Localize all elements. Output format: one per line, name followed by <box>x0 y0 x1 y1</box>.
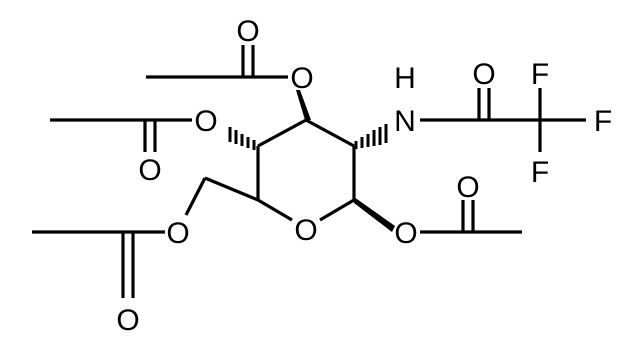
acetoxymethyl <box>32 176 259 298</box>
atom-o-ac6-ester: O <box>166 217 189 250</box>
atom-o-ac3-carbonyl: O <box>236 15 259 48</box>
acetyl-c4 <box>50 118 256 152</box>
wedge-bond-c3 <box>296 90 311 120</box>
atom-o-ac1-carbonyl: O <box>456 171 479 204</box>
atom-o-ring: O <box>294 214 317 247</box>
wedge-bond-c1 <box>354 197 395 232</box>
atom-o-ac3-ester: O <box>290 62 313 95</box>
pyranose-ring <box>256 118 356 222</box>
atom-o-ac6-carbonyl: O <box>116 304 139 337</box>
atom-f-bottom: F <box>531 156 549 189</box>
atom-o-ac1-ester: O <box>394 217 417 250</box>
atom-f-right: F <box>594 105 612 138</box>
hash-bond-c2 <box>354 124 388 149</box>
hash-bond-c4 <box>228 127 256 150</box>
trifluoroacetamide <box>354 88 586 152</box>
atom-f-top: F <box>531 58 549 91</box>
atom-o-ac4-carbonyl: O <box>138 154 161 187</box>
atom-n-amide: N <box>394 105 416 138</box>
atom-o-tfa-carbonyl: O <box>472 58 495 91</box>
acetyl-c3 <box>146 45 311 120</box>
atom-h-amide: H <box>394 62 416 95</box>
atom-o-ac4-ester: O <box>194 105 217 138</box>
acetyl-c1 <box>354 197 522 234</box>
